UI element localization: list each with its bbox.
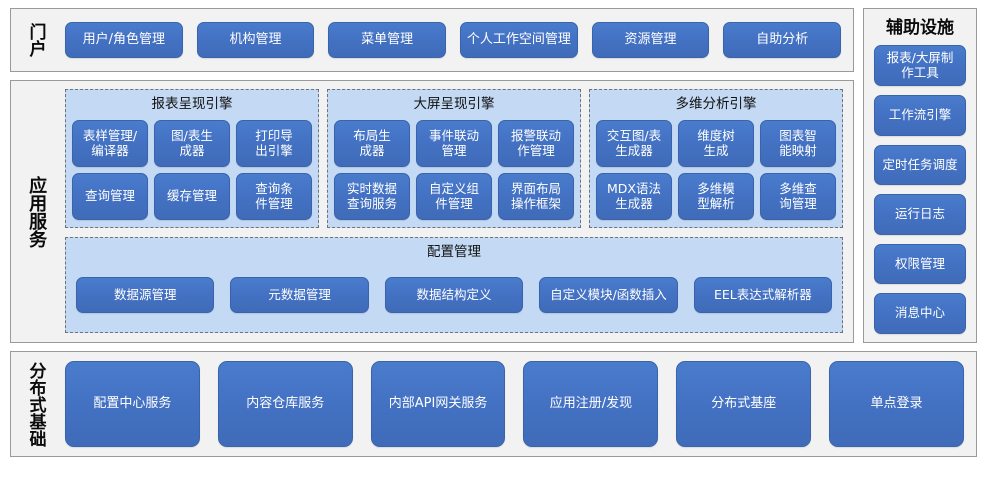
portal-section: 门户 用户/角色管理 机构管理 菜单管理 个人工作空间管理 资源管理 自助分析 <box>10 8 854 72</box>
dist-item-single-sign-on[interactable]: 单点登录 <box>829 361 964 447</box>
upper-region: 门户 用户/角色管理 机构管理 菜单管理 个人工作空间管理 资源管理 自助分析 … <box>10 8 977 343</box>
distributed-foundation-button-group: 配置中心服务 内容仓库服务 内部API网关服务 应用注册/发现 分布式基座 单点… <box>59 352 976 456</box>
bigscreen-item-layout-generator[interactable]: 布局生 成器 <box>334 120 410 168</box>
dist-item-content-repository-service[interactable]: 内容仓库服务 <box>217 361 353 447</box>
auxiliary-facilities-title: 辅助设施 <box>886 18 954 38</box>
bigscreen-item-ui-layout-operation-framework[interactable]: 界面布局 操作框架 <box>498 173 574 221</box>
engine-report-presentation-title: 报表呈现引擎 <box>151 96 233 112</box>
olap-item-multidimensional-query-management[interactable]: 多维查 询管理 <box>760 173 836 221</box>
portal-item-resource-management[interactable]: 资源管理 <box>591 22 710 58</box>
aux-item-workflow-engine[interactable]: 工作流引擎 <box>874 95 966 136</box>
aux-item-runtime-log[interactable]: 运行日志 <box>874 194 966 235</box>
engine-multidimensional-analysis-grid: 交互图/表 生成器 维度树 生成 图表智 能映射 MDX语法 生成器 多维模 型… <box>596 120 836 221</box>
bigscreen-item-alarm-linkage-action-management[interactable]: 报警联动 作管理 <box>498 120 574 168</box>
engines-row: 报表呈现引擎 表样管理/ 编译器 图/表生 成器 打印导 出引擎 查询管理 缓存… <box>65 89 843 229</box>
bigscreen-item-event-linkage-management[interactable]: 事件联动 管理 <box>416 120 492 168</box>
application-services-body: 报表呈现引擎 表样管理/ 编译器 图/表生 成器 打印导 出引擎 查询管理 缓存… <box>61 81 853 342</box>
engine-bigscreen-presentation-grid: 布局生 成器 事件联动 管理 报警联动 作管理 实时数据 查询服务 自定义组 件… <box>334 120 574 221</box>
configuration-management-group: 配置管理 数据源管理 元数据管理 数据结构定义 自定义模块/函数插入 EEL表达… <box>65 237 843 333</box>
config-item-datasource-management[interactable]: 数据源管理 <box>76 277 215 314</box>
dist-item-distributed-base[interactable]: 分布式基座 <box>676 361 812 447</box>
application-services-section-label: 应用服务 <box>26 175 48 248</box>
report-item-template-management-compiler[interactable]: 表样管理/ 编译器 <box>72 120 148 168</box>
olap-item-interactive-chart-table-generator[interactable]: 交互图/表 生成器 <box>596 120 672 168</box>
aux-item-report-bigscreen-authoring-tool[interactable]: 报表/大屏制 作工具 <box>874 45 966 86</box>
dist-item-config-center-service[interactable]: 配置中心服务 <box>65 361 200 447</box>
distributed-foundation-section-label: 分布式基础 <box>25 361 46 447</box>
dist-item-app-registration-discovery[interactable]: 应用注册/发现 <box>523 361 659 447</box>
bigscreen-item-realtime-data-query-service[interactable]: 实时数据 查询服务 <box>334 173 410 221</box>
left-column: 门户 用户/角色管理 机构管理 菜单管理 个人工作空间管理 资源管理 自助分析 … <box>10 8 854 343</box>
olap-item-multidimensional-model-parsing[interactable]: 多维模 型解析 <box>678 173 754 221</box>
engine-multidimensional-analysis-title: 多维分析引擎 <box>675 96 757 112</box>
engine-multidimensional-analysis: 多维分析引擎 交互图/表 生成器 维度树 生成 图表智 能映射 MDX语法 生成… <box>589 89 843 229</box>
olap-item-chart-smart-mapping[interactable]: 图表智 能映射 <box>760 120 836 168</box>
report-item-chart-table-generator[interactable]: 图/表生 成器 <box>154 120 230 168</box>
config-item-metadata-management[interactable]: 元数据管理 <box>230 277 369 314</box>
engine-report-presentation: 报表呈现引擎 表样管理/ 编译器 图/表生 成器 打印导 出引擎 查询管理 缓存… <box>65 89 319 229</box>
portal-item-menu-management[interactable]: 菜单管理 <box>328 22 447 58</box>
olap-item-dimension-tree-generation[interactable]: 维度树 生成 <box>678 120 754 168</box>
engine-bigscreen-presentation: 大屏呈现引擎 布局生 成器 事件联动 管理 报警联动 作管理 实时数据 查询服务… <box>327 89 581 229</box>
portal-button-group: 用户/角色管理 机构管理 菜单管理 个人工作空间管理 资源管理 自助分析 <box>59 9 853 71</box>
configuration-management-title: 配置管理 <box>427 244 481 261</box>
report-item-query-management[interactable]: 查询管理 <box>72 173 148 221</box>
config-item-data-structure-definition[interactable]: 数据结构定义 <box>384 277 524 314</box>
application-services-section: 应用服务 报表呈现引擎 表样管理/ 编译器 图/表生 成器 打印导 出引擎 查询… <box>10 80 854 343</box>
report-item-query-condition-management[interactable]: 查询条 件管理 <box>236 173 312 221</box>
bigscreen-item-custom-component-management[interactable]: 自定义组 件管理 <box>416 173 492 221</box>
portal-item-user-role-management[interactable]: 用户/角色管理 <box>65 22 183 58</box>
aux-item-scheduled-task-scheduling[interactable]: 定时任务调度 <box>874 144 966 186</box>
olap-item-mdx-syntax-generator[interactable]: MDX语法 生成器 <box>596 173 672 221</box>
portal-item-org-management[interactable]: 机构管理 <box>196 22 315 58</box>
auxiliary-facilities-section: 辅助设施 报表/大屏制 作工具 工作流引擎 定时任务调度 运行日志 权限管理 消… <box>863 8 977 343</box>
portal-section-label: 门户 <box>25 23 46 57</box>
config-item-eel-expression-parser[interactable]: EEL表达式解析器 <box>693 277 833 314</box>
engine-report-presentation-grid: 表样管理/ 编译器 图/表生 成器 打印导 出引擎 查询管理 缓存管理 查询条 … <box>72 120 312 221</box>
dist-item-internal-api-gateway-service[interactable]: 内部API网关服务 <box>370 361 506 447</box>
portal-item-personal-workspace-management[interactable]: 个人工作空间管理 <box>460 22 578 58</box>
portal-item-self-service-analysis[interactable]: 自助分析 <box>723 22 842 58</box>
distributed-foundation-section: 分布式基础 配置中心服务 内容仓库服务 内部API网关服务 应用注册/发现 分布… <box>10 351 977 457</box>
aux-item-permission-management[interactable]: 权限管理 <box>874 243 966 285</box>
aux-item-message-center[interactable]: 消息中心 <box>874 293 966 335</box>
report-item-cache-management[interactable]: 缓存管理 <box>154 173 230 221</box>
auxiliary-facilities-list: 报表/大屏制 作工具 工作流引擎 定时任务调度 运行日志 权限管理 消息中心 <box>874 45 966 335</box>
config-item-custom-module-function-insertion[interactable]: 自定义模块/函数插入 <box>539 277 678 314</box>
report-item-print-export-engine[interactable]: 打印导 出引擎 <box>236 120 312 168</box>
configuration-management-row: 数据源管理 元数据管理 数据结构定义 自定义模块/函数插入 EEL表达式解析器 <box>76 268 833 324</box>
engine-bigscreen-presentation-title: 大屏呈现引擎 <box>413 96 495 112</box>
